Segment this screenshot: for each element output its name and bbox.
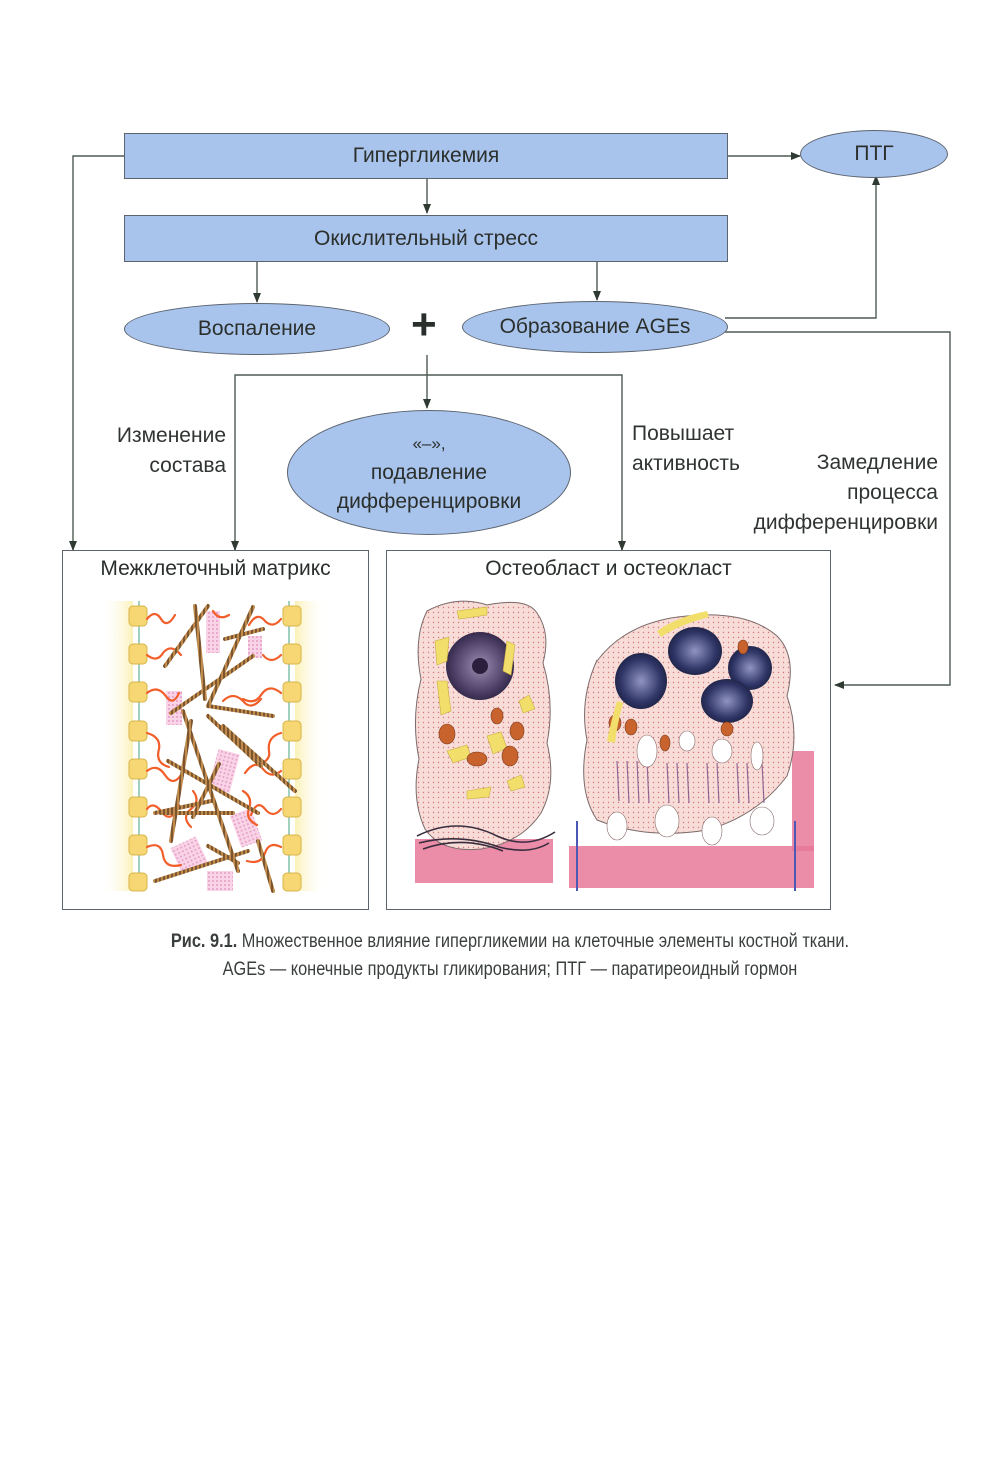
label-increases-activity-line1: Повышает [632, 422, 735, 445]
node-ptg: ПТГ [800, 130, 948, 178]
node-suppression: «–», подавление дифференцировки [287, 410, 571, 535]
node-inflammation-label: Воспаление [197, 317, 317, 340]
panel-osteoblast-osteoclast: Остеобласт и остеокласт [386, 550, 831, 910]
node-inflammation: Воспаление [124, 303, 390, 355]
osteoblast-drawing [414, 600, 556, 883]
osteoclast-drawing [569, 611, 814, 891]
matrix-illustration [101, 601, 327, 893]
label-composition-change: Изменение состава [90, 421, 226, 481]
node-ages-formation: Образование AGEs [462, 301, 728, 353]
node-hyperglycemia-label: Гипергликемия [352, 144, 500, 167]
panel-cells-title: Остеобласт и остеокласт [485, 557, 732, 580]
figure-caption: Рис. 9.1. Множественное влияние гипергли… [123, 928, 897, 984]
label-increases-activity: Повышает активность [632, 419, 772, 479]
caption-text-line1: Множественное влияние гипергликемии на к… [241, 931, 850, 952]
suppression-line1: «–», [412, 434, 446, 453]
node-ages-formation-label: Образование AGEs [499, 315, 691, 338]
panel-intercellular-matrix: Межклеточный матрикс [62, 550, 369, 910]
label-slowdown-line3: дифференцировки [753, 511, 938, 534]
node-hyperglycemia: Гипергликемия [124, 133, 728, 179]
label-slowdown-line2: процесса [847, 481, 938, 504]
suppression-line2: подавление [370, 461, 488, 484]
label-slowdown: Замедление процесса дифференцировки [700, 448, 938, 538]
label-slowdown-line1: Замедление [816, 451, 938, 474]
cells-illustration [414, 600, 814, 891]
label-composition-change-line1: Изменение [116, 424, 226, 447]
label-increases-activity-line2: активность [632, 452, 740, 475]
arrow-hyperglycemia-to-matrix [69, 155, 124, 551]
connector-lines [69, 152, 951, 689]
caption-line1: Рис. 9.1. Множественное влияние гипергли… [123, 928, 897, 956]
label-composition-change-line2: состава [149, 454, 226, 477]
caption-figure-label: Рис. 9.1. [170, 931, 238, 952]
plus-sign: + [411, 300, 437, 349]
arrow-ages-to-cells-slowdown [725, 331, 951, 689]
node-ptg-label: ПТГ [854, 142, 894, 165]
arrow-ages-to-ptg [725, 175, 880, 319]
caption-text-line2: AGEs — конечные продукты гликирования; П… [222, 959, 798, 980]
node-oxidative-stress-label: Окислительный стресс [313, 226, 539, 250]
node-oxidative-stress: Окислительный стресс [124, 215, 728, 262]
suppression-line3: дифференцировки [336, 490, 522, 513]
branch-bar [234, 374, 623, 550]
panel-matrix-title: Межклеточный матрикс [100, 557, 331, 580]
